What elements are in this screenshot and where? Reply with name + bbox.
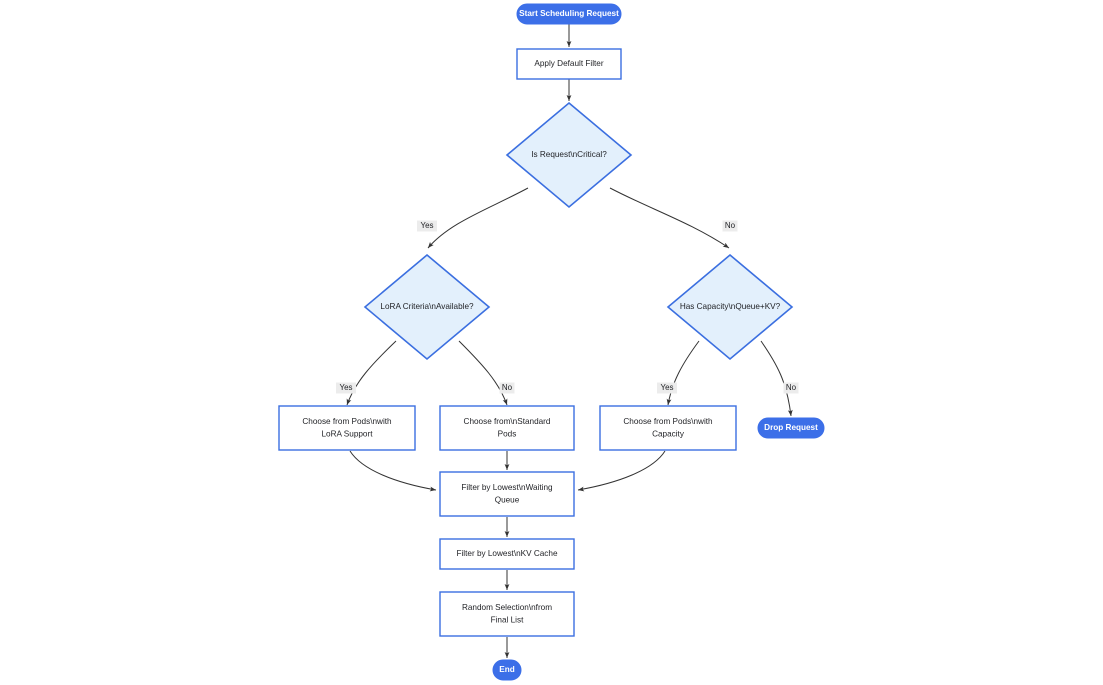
flow-edge (577, 450, 666, 492)
edge-label-background (336, 382, 356, 394)
flow-node-end[interactable]: End (492, 659, 522, 681)
flow-edge (666, 340, 700, 406)
node-shape-diamond (363, 253, 491, 361)
node-label: LoRA Support (322, 429, 374, 438)
node-shape-stadium (757, 417, 825, 439)
node-label: Final List (491, 615, 524, 624)
flow-node-start[interactable]: Start Scheduling Request (516, 3, 622, 25)
node-label: End (499, 665, 514, 674)
node-shape-rect (278, 405, 416, 451)
edge-label-e8: No (783, 382, 799, 394)
edge-label-e5: Yes (336, 382, 356, 394)
flow-node-filter_kv[interactable]: Filter by Lowest\nKV Cache (439, 538, 575, 570)
flow-edge (349, 450, 437, 492)
node-shape-rect (439, 538, 575, 570)
node-label: Queue (495, 495, 520, 504)
edge-label-background (499, 382, 515, 394)
node-shape-diamond (666, 253, 794, 361)
edge-label-background (657, 382, 677, 394)
flow-node-drop_request[interactable]: Drop Request (757, 417, 825, 439)
edges-layer (346, 24, 793, 658)
node-shape-rect (516, 48, 622, 80)
edge-label-text: Yes (420, 221, 433, 230)
node-label: Pods (498, 429, 517, 438)
flow-node-apply_filter[interactable]: Apply Default Filter (516, 48, 622, 80)
flow-edge (458, 340, 508, 406)
edge-label-e3: Yes (417, 220, 437, 232)
node-shape-stadium (492, 659, 522, 681)
node-shape-rect (439, 405, 575, 451)
edge-label-background (722, 220, 738, 232)
edge-label-text: No (786, 383, 797, 392)
node-shape-rect (439, 471, 575, 517)
node-label: Choose from\nStandard (464, 417, 551, 426)
node-label: Choose from Pods\nwith (623, 417, 713, 426)
node-label: Apply Default Filter (534, 59, 603, 68)
node-label: LoRA Criteria\nAvailable? (380, 302, 474, 311)
edge-label-e6: No (499, 382, 515, 394)
flow-node-is_critical[interactable]: Is Request\nCritical? (505, 101, 633, 209)
node-label: Filter by Lowest\nKV Cache (456, 549, 557, 558)
node-label: Filter by Lowest\nWaiting (461, 483, 553, 492)
node-label: Has Capacity\nQueue+KV? (680, 302, 781, 311)
flow-node-has_capacity[interactable]: Has Capacity\nQueue+KV? (666, 253, 794, 361)
node-shape-rect (599, 405, 737, 451)
edge-label-background (417, 220, 437, 232)
edge-label-text: Yes (660, 383, 673, 392)
node-label: Random Selection\nfrom (462, 603, 552, 612)
node-label: Capacity (652, 429, 685, 438)
edge-label-text: No (502, 383, 513, 392)
node-label: Start Scheduling Request (519, 9, 619, 18)
node-shape-stadium (516, 3, 622, 25)
node-label: Choose from Pods\nwith (302, 417, 392, 426)
flow-node-lora_criteria[interactable]: LoRA Criteria\nAvailable? (363, 253, 491, 361)
flow-edge (760, 340, 793, 417)
edge-label-text: No (725, 221, 736, 230)
flow-edge (427, 187, 529, 249)
edge-label-e7: Yes (657, 382, 677, 394)
flow-edge (346, 340, 397, 406)
flow-edge (609, 187, 730, 249)
edge-label-e4: No (722, 220, 738, 232)
node-shape-diamond (505, 101, 633, 209)
node-label: Is Request\nCritical? (531, 150, 607, 159)
edge-label-text: Yes (339, 383, 352, 392)
node-label: Drop Request (764, 423, 818, 432)
node-shape-rect (439, 591, 575, 637)
edge-label-background (783, 382, 799, 394)
